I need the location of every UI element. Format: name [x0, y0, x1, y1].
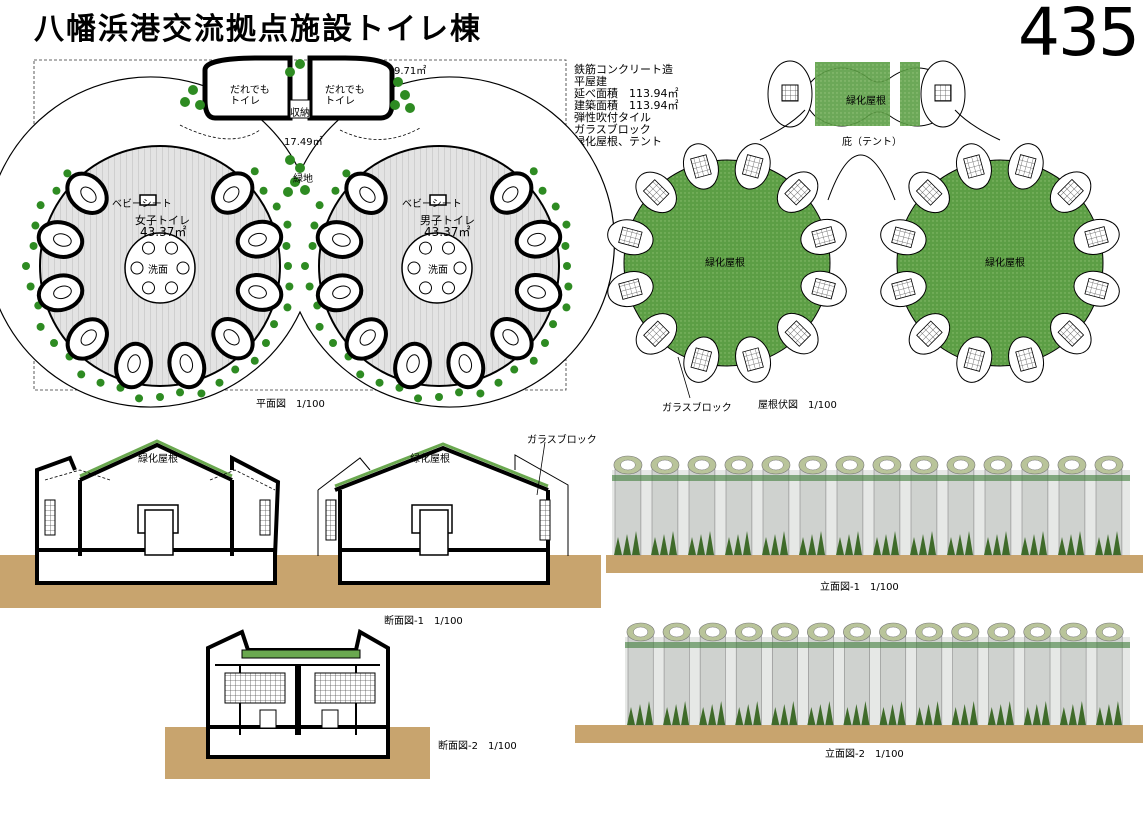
spec-roof: 緑化屋根、テント: [574, 135, 662, 148]
plan-mens-toilet: 男子トイレ: [420, 214, 475, 227]
plan-storage: 収納: [290, 108, 310, 119]
elevation1-caption: 立面図-1 1/100: [820, 582, 899, 593]
floor-plan: [0, 55, 616, 408]
spec-building-area: 建築面積 113.94㎡: [574, 99, 679, 112]
plan-sink-left: 洗面: [148, 265, 168, 276]
section2-caption: 断面図-2 1/100: [438, 741, 517, 752]
plan-womens-area: 43.37㎡: [140, 225, 187, 239]
spec-glass: ガラスブロック: [574, 123, 651, 136]
roof-green-roof-left: 緑化屋根: [705, 258, 745, 269]
section-2: [165, 628, 430, 779]
section1-glass-block: ガラスブロック: [527, 435, 597, 446]
plan-sink-right: 洗面: [428, 265, 448, 276]
spec-total-area: 延べ面積 113.94㎡: [574, 87, 679, 100]
elevation-2: [575, 622, 1143, 743]
section1-caption: 断面図-1 1/100: [384, 616, 463, 627]
roof-caption: 屋根伏図 1/100: [758, 400, 837, 411]
plan-area-top: 9.71㎡: [394, 66, 427, 77]
section-1: [0, 439, 601, 608]
plan-mens-area: 43.37㎡: [424, 225, 471, 239]
elevation2-caption: 立面図-2 1/100: [825, 749, 904, 760]
plan-womens-toilet: 女子トイレ: [135, 214, 190, 227]
spec-floors: 平屋建: [574, 75, 607, 88]
sheet-number: 435: [1018, 0, 1140, 71]
plan-area-mid: 17.49㎡: [284, 137, 323, 148]
roof-glass-block: ガラスブロック: [662, 403, 732, 414]
plan-universal-toilet-left: だれでも トイレ: [230, 85, 270, 107]
roof-tent: 庇（テント）: [842, 137, 902, 148]
roof-green-roof-right: 緑化屋根: [985, 258, 1025, 269]
plan-baby-seat-right: ベビーシート: [402, 199, 462, 210]
section1-green-roof-left: 緑化屋根: [138, 454, 178, 465]
roof-green-roof-top: 緑化屋根: [846, 96, 886, 107]
plan-baby-seat-left: ベビーシート: [112, 199, 172, 210]
plan-greenery: 緑地: [293, 174, 313, 185]
spec-finish: 弾性吹付タイル: [574, 111, 651, 124]
spec-structure: 鉄筋コンクリート造: [574, 63, 673, 76]
elevation-1: [606, 455, 1143, 573]
sheet-title: 八幡浜港交流拠点施設トイレ棟: [34, 12, 482, 47]
roof-plan: [607, 60, 1120, 399]
plan-caption: 平面図 1/100: [256, 399, 325, 410]
plan-universal-toilet-right: だれでも トイレ: [325, 85, 365, 107]
section1-green-roof-right: 緑化屋根: [410, 454, 450, 465]
